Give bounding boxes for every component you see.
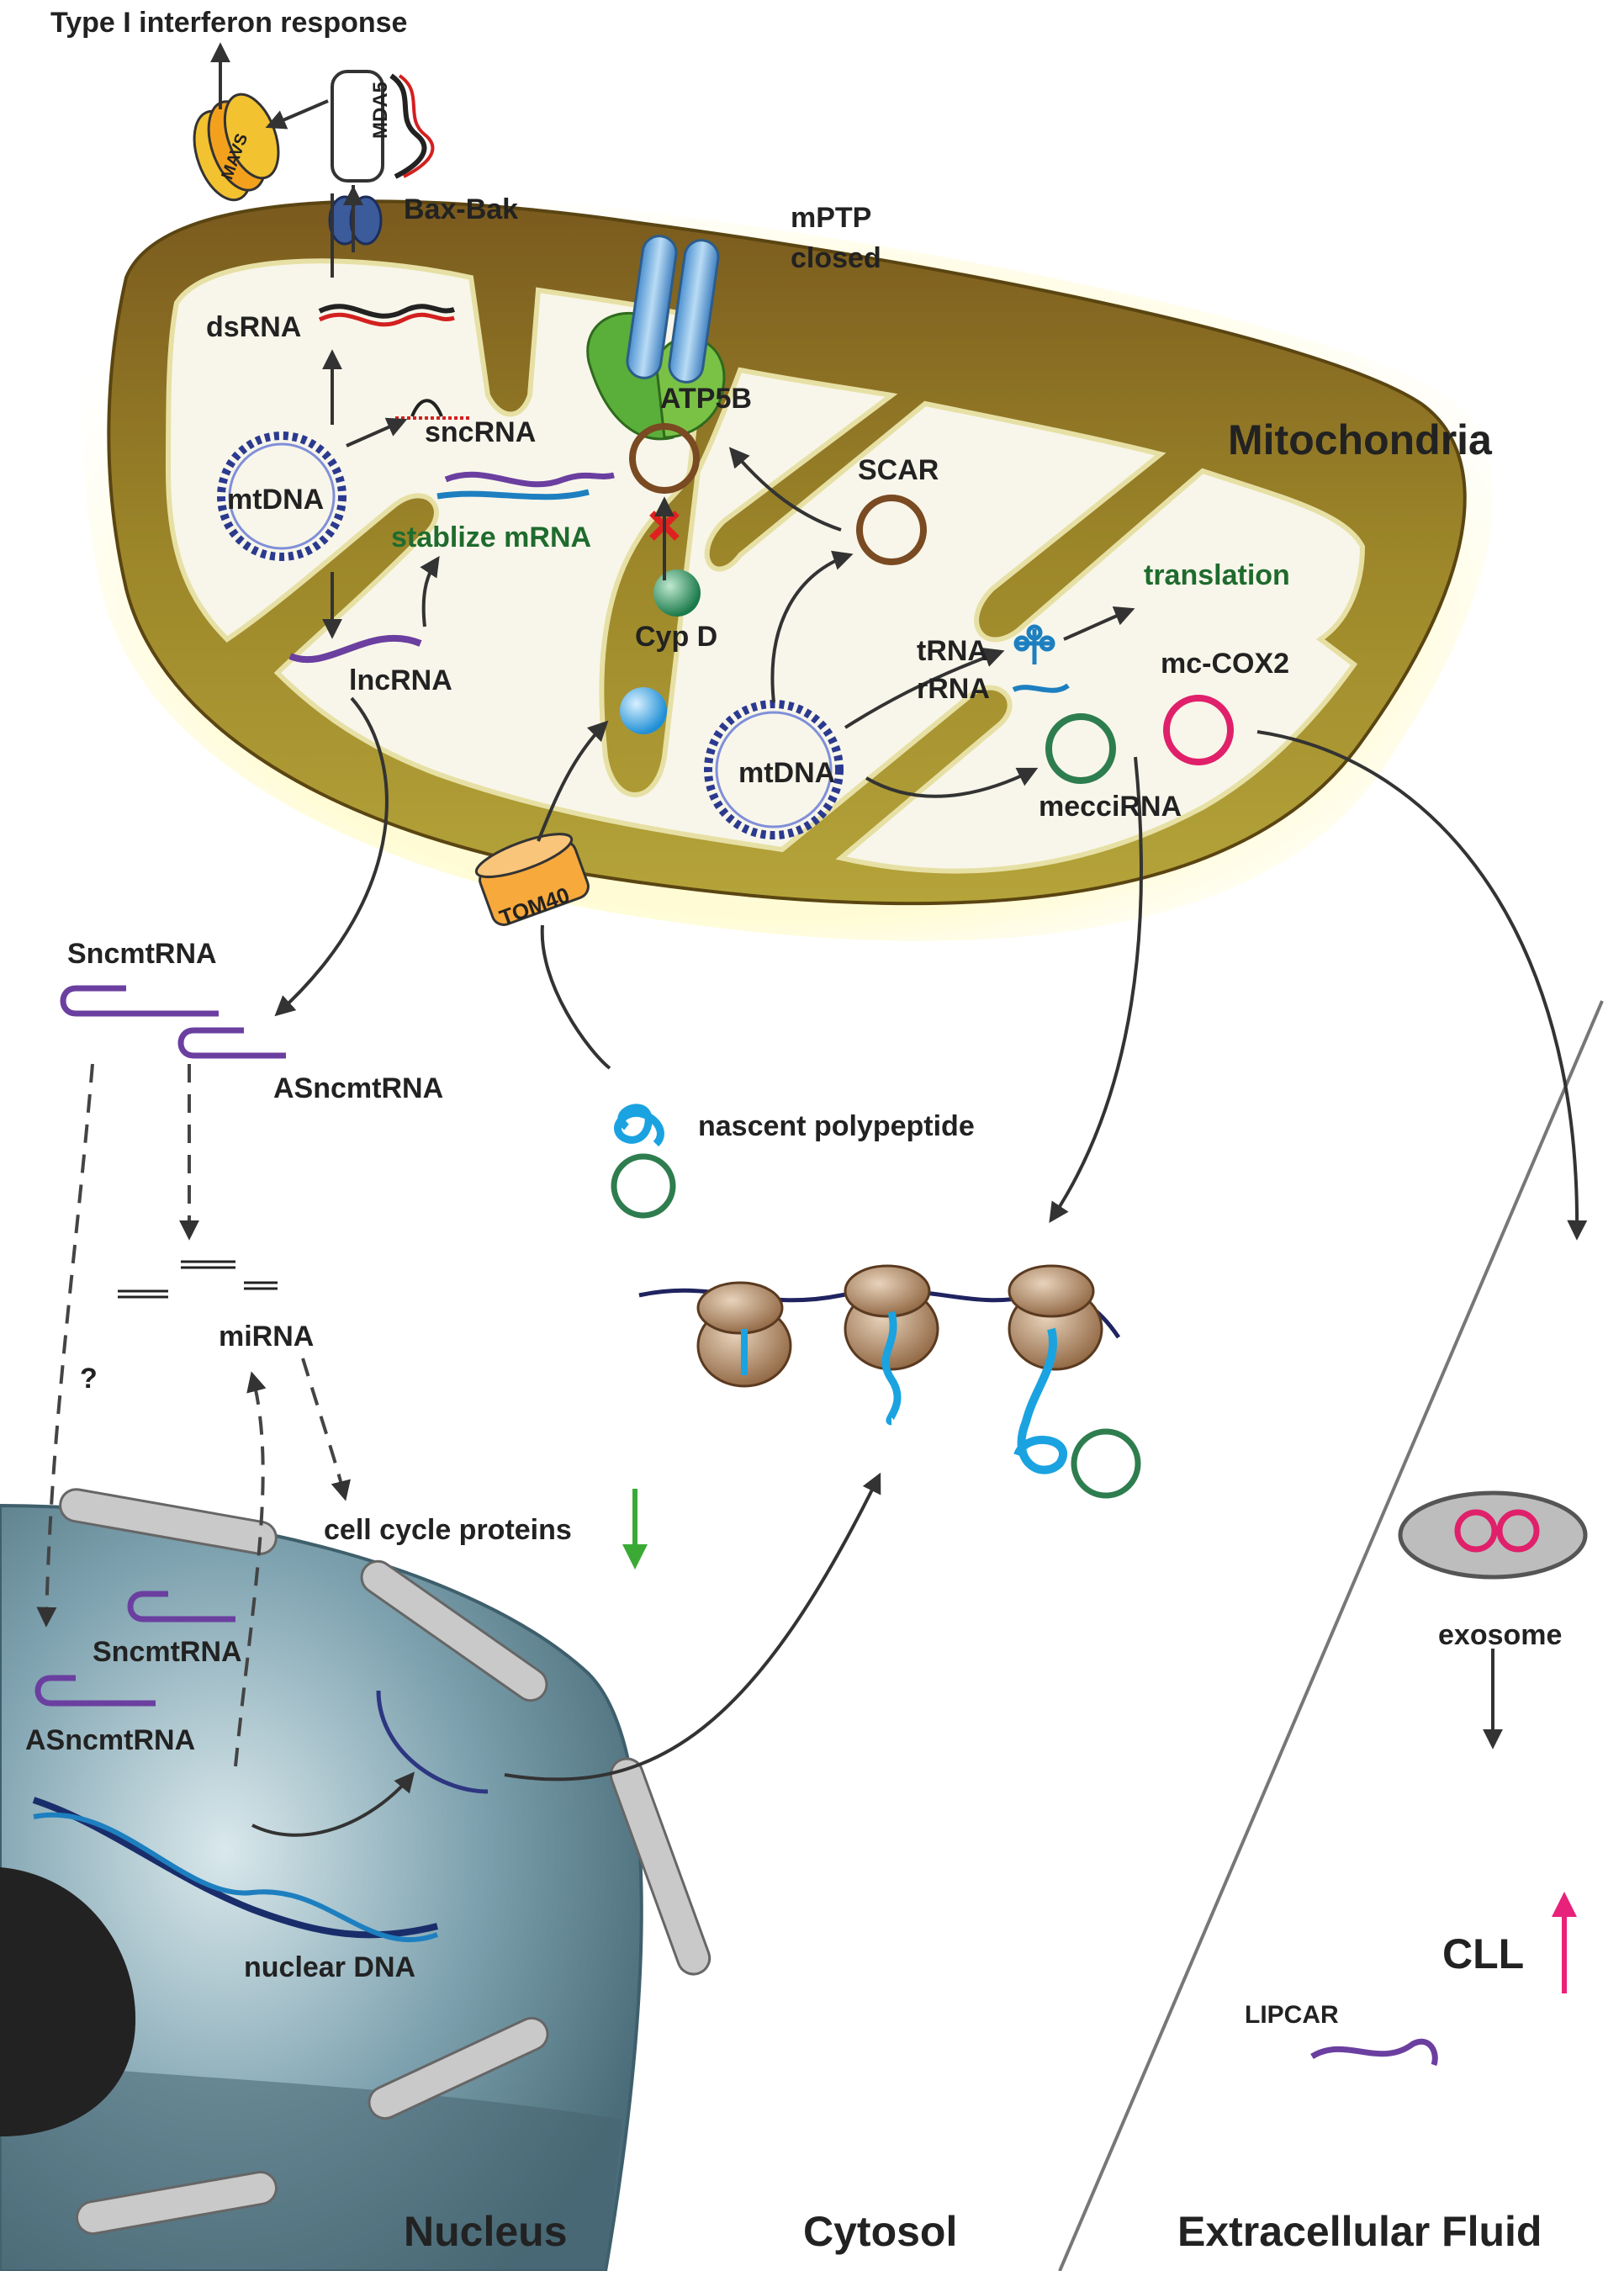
- rrna-icon: [1012, 683, 1070, 693]
- atp5b-ring: [629, 423, 700, 494]
- exosome-icon: [1398, 1490, 1588, 1580]
- label-mc-cox2: mc-COX2: [1161, 648, 1289, 680]
- meccirna-ring: [1045, 713, 1116, 784]
- mtdna-right-circle: [704, 700, 844, 839]
- label-exosome: exosome: [1438, 1619, 1562, 1651]
- label-cypd: Cyp D: [635, 621, 717, 653]
- label-lipcar: LIPCAR: [1245, 2001, 1339, 2029]
- mirna-icon: [118, 1260, 278, 1299]
- dashed-arrows: [36, 1063, 351, 1767]
- label-mptp: mPTP: [791, 202, 871, 234]
- label-sncmtrna-cytosol: SncmtRNA: [67, 938, 217, 970]
- label-mptp-state: closed: [791, 242, 881, 274]
- label-mtdna-right: mtDNA: [738, 757, 835, 789]
- dsrna-icon: [318, 304, 455, 327]
- label-sncmtrna-nucleus: SncmtRNA: [93, 1636, 242, 1668]
- nucleus: [0, 1488, 711, 2271]
- label-extracellular-fluid: Extracellular Fluid: [1177, 2208, 1542, 2255]
- label-asncmtrna-cytosol: ASncmtRNA: [273, 1072, 443, 1104]
- mc-cox2-ring: [1163, 695, 1234, 765]
- label-scar: SCAR: [858, 454, 939, 486]
- sncrna-icon: [395, 399, 471, 420]
- lipcar-strand: [1310, 2039, 1438, 2067]
- cell-membrane-line: [1058, 1000, 1604, 2271]
- nascent-polypeptide-icon: [611, 1104, 676, 1219]
- sncmtrna-cytosol-icon: [60, 985, 286, 1059]
- sncmtrna-nucleus-icon: [34, 1591, 235, 1707]
- imported-protein-ball: [620, 687, 667, 734]
- label-nascent-polypeptide: nascent polypeptide: [698, 1110, 975, 1142]
- tom40-icon: [474, 833, 590, 926]
- label-rrna: rRNA: [917, 673, 990, 705]
- label-question: ?: [80, 1363, 98, 1395]
- label-asncmtrna-nucleus: ASncmtRNA: [25, 1724, 195, 1756]
- label-nucleus: Nucleus: [404, 2208, 568, 2255]
- label-translation: translation: [1144, 559, 1290, 591]
- label-cll: CLL: [1442, 1930, 1524, 1977]
- label-cytosol: Cytosol: [803, 2208, 957, 2255]
- mavs-icon: [193, 93, 280, 202]
- mitochondrion: [81, 192, 1494, 941]
- label-lncrna: lncRNA: [349, 664, 452, 696]
- bax-bak-icon: [328, 195, 383, 246]
- label-mitochondria: Mitochondria: [1228, 416, 1493, 463]
- label-dsrna: dsRNA: [206, 311, 301, 343]
- label-stabilize-mrna: stablize mRNA: [391, 521, 591, 553]
- label-cell-cycle-proteins: cell cycle proteins: [324, 1514, 572, 1546]
- mda5-icon: [331, 70, 435, 183]
- label-mda5: MDA5: [369, 82, 392, 139]
- polysome-icon: [638, 1264, 1141, 1499]
- label-interferon: Type I interferon response: [50, 7, 407, 39]
- mptp-pore-icon: [586, 235, 726, 441]
- label-meccirna: mecciRNA: [1039, 791, 1182, 823]
- label-sncrna: sncRNA: [425, 416, 536, 448]
- label-nuclear-dna: nuclear DNA: [244, 1951, 415, 1983]
- mtdna-left-circle: [217, 431, 346, 561]
- pathway-arrows: [210, 42, 1588, 1837]
- lncrna-strand: [288, 635, 422, 664]
- scar-ring: [856, 495, 927, 565]
- label-mtdna-left: mtDNA: [227, 484, 324, 516]
- label-bax-bak: Bax-Bak: [404, 193, 518, 225]
- mrna-duplex-icon: [436, 471, 615, 500]
- cypd-ball: [653, 569, 701, 617]
- label-trna: tRNA: [917, 635, 988, 667]
- trna-icon: [1013, 624, 1055, 664]
- label-atp5b: ATP5B: [660, 383, 752, 415]
- label-mirna: miRNA: [219, 1321, 314, 1353]
